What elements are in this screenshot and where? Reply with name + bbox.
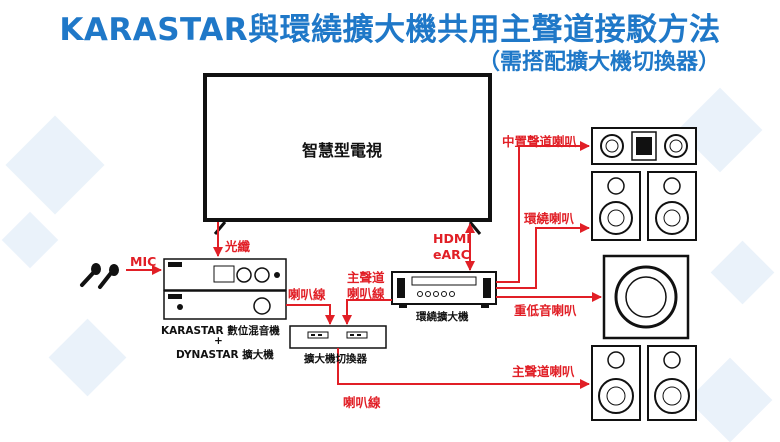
microphone-icon bbox=[98, 264, 119, 289]
mic-label: MIC bbox=[130, 254, 157, 269]
speaker-wire-main-out bbox=[337, 348, 590, 389]
main-channel-label: 主聲道 bbox=[347, 270, 385, 285]
karastar-plus-label: + bbox=[214, 335, 223, 347]
dynastar-label: DYNASTAR 擴大機 bbox=[176, 349, 274, 361]
surround-amp-label: 環繞擴大機 bbox=[416, 311, 469, 323]
center-speaker-wire bbox=[496, 141, 590, 283]
microphone-icon bbox=[80, 263, 101, 287]
karastar-mixer-device bbox=[163, 258, 287, 291]
main-speaker-left bbox=[591, 345, 641, 421]
earc-label: eARC bbox=[433, 247, 470, 262]
page-title: KARASTAR與環繞擴大機共用主聲道接駁方法 bbox=[59, 12, 721, 48]
main-speaker-label: 主聲道喇叭 bbox=[512, 364, 575, 379]
subwoofer bbox=[602, 254, 690, 340]
speaker-wire-label-bottom: 喇叭線 bbox=[343, 395, 381, 410]
surround-speaker-wire bbox=[496, 223, 590, 289]
amp-switcher-label: 擴大機切換器 bbox=[304, 353, 367, 365]
center-speaker-label: 中置聲道喇叭 bbox=[502, 134, 578, 149]
surround-speaker-left bbox=[591, 171, 641, 241]
main-speaker-right bbox=[647, 345, 697, 421]
speaker-wire-surround-main bbox=[342, 299, 392, 325]
speaker-wire-dynastar bbox=[286, 304, 335, 325]
karastar-label: KARASTAR 數位混音機 bbox=[161, 325, 280, 337]
main-channel-wire-label: 喇叭線 bbox=[347, 286, 385, 301]
smart-tv bbox=[203, 73, 492, 235]
tv-label: 智慧型電視 bbox=[302, 141, 383, 160]
page-subtitle: （需搭配擴大機切換器） bbox=[477, 50, 720, 75]
optical-label: 光纖 bbox=[225, 239, 251, 254]
surround-speaker-right bbox=[647, 171, 697, 241]
surround-amplifier-device bbox=[391, 271, 497, 308]
amp-switcher-device bbox=[289, 325, 387, 349]
hdmi-label: HDMI bbox=[433, 231, 471, 246]
speaker-wire-label-left: 喇叭線 bbox=[288, 287, 326, 302]
subwoofer-label: 重低音喇叭 bbox=[514, 303, 577, 318]
surround-speaker-label: 環繞喇叭 bbox=[524, 211, 575, 226]
dynastar-amplifier-device bbox=[163, 290, 287, 320]
center-speaker bbox=[591, 127, 697, 165]
